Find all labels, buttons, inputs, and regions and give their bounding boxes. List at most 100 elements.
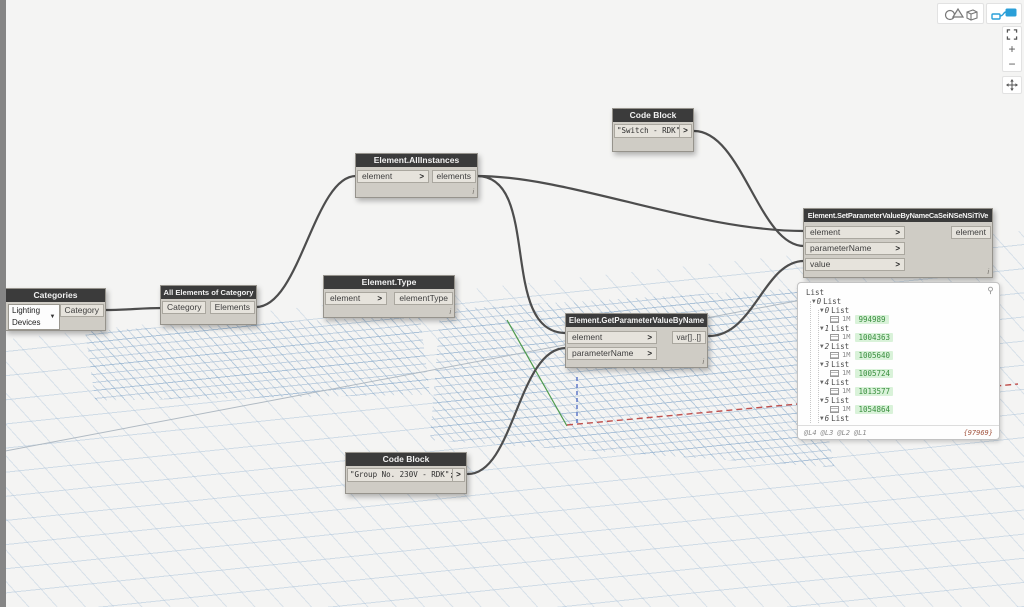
list-level-label: @L2 [837,428,850,437]
node-title[interactable]: Element.GetParameterValueByName [566,314,707,327]
categories-dropdown[interactable]: Lighting Devices ▼ [8,304,60,330]
wire-allinstances-to-getparam-element[interactable] [475,174,568,335]
node-element-type[interactable]: Element.Type element > elementType i [323,275,455,318]
port-out-var[interactable]: var[]..[] [671,331,706,344]
code-block-text[interactable]: "Switch - RDK"; [614,124,680,138]
port-in-parametername[interactable]: parameterName > [805,242,905,255]
port-out-elements[interactable]: elements [431,170,476,183]
lacing-chevron-icon: > [895,244,900,253]
lacing-chevron-icon: > [647,333,652,342]
zoom-controls: + − [1002,26,1022,72]
info-glyph: i [702,359,704,366]
node-title[interactable]: Element.SetParameterValueByNameCaSeiNSeN… [804,209,992,222]
tree-leaf: 1M 1004363 [806,333,991,342]
wire-codeblock-group-to-getparam-parametername[interactable] [466,346,568,476]
node-title[interactable]: Element.Type [324,276,454,289]
info-glyph: i [472,189,474,196]
list-item-icon [830,388,839,395]
lacing-chevron-icon: > [895,228,900,237]
list-level-label: @L3 [820,428,834,437]
zoom-out-button[interactable]: − [1008,56,1016,71]
node-title[interactable]: Code Block [346,453,466,466]
node-element-allinstances[interactable]: Element.AllInstances element > elements … [355,153,478,198]
node-all-elements-of-category[interactable]: All Elements of Category Category Elemen… [160,285,257,325]
preview-bubble-footer: @L4@L3@L2@L1 {97969} [798,425,999,439]
pin-icon[interactable] [986,286,995,295]
wire-allinstances-to-setparam-element[interactable] [475,174,806,233]
left-edge-panel [0,0,6,607]
node-categories[interactable]: Categories Lighting Devices ▼ Category [5,288,106,331]
port-out-code[interactable]: > [680,124,692,138]
dropdown-value: Lighting Devices [12,306,41,327]
lacing-chevron-icon: > [647,349,652,358]
port-out-elementtype[interactable]: elementType [394,292,453,305]
tree-leaf: 1M 1005724 [806,369,991,378]
tree-leaf: 1M 994989 [806,315,991,324]
port-in-element[interactable]: element > [357,170,429,183]
tree-root: List [806,288,825,297]
tree-leaf: 1M 1054864 [806,405,991,414]
port-in-category[interactable]: Category [162,301,206,314]
node-title[interactable]: Element.AllInstances [356,154,477,167]
tree-leaf: 1M 1013577 [806,387,991,396]
node-code-block-switch[interactable]: Code Block "Switch - RDK"; > [612,108,694,152]
list-item-icon [830,334,839,341]
port-in-parametername[interactable]: parameterName > [567,347,657,360]
node-title[interactable]: Categories [6,289,105,302]
port-in-element[interactable]: element > [805,226,905,239]
port-out-code[interactable]: > [453,468,465,482]
port-out-category[interactable]: Category [59,304,104,317]
list-level-label: @L4 [804,428,817,437]
element-id-value: 1054864 [855,405,894,414]
geometry-view-button[interactable] [937,3,984,24]
element-id-value: 994989 [855,315,889,324]
node-code-block-group[interactable]: Code Block "Group No. 230V - RDK"; > [345,452,467,494]
graph-view-button[interactable] [986,3,1022,24]
pan-button[interactable] [1002,76,1022,94]
tree-leaf: 1M 1005640 [806,351,991,360]
code-block-text[interactable]: "Group No. 230V - RDK"; [347,468,453,482]
info-glyph: i [987,269,989,276]
port-in-element[interactable]: element > [325,292,387,305]
lacing-chevron-icon: > [895,260,900,269]
info-glyph: i [449,309,451,316]
wire-getparam-to-setparam-value[interactable] [707,259,806,338]
wire-codeblock-switch-to-setparam-parametername[interactable] [692,129,806,248]
fit-view-icon[interactable] [1003,29,1021,40]
lacing-chevron-icon: > [377,294,382,303]
node-element-setparametervaluebyname[interactable]: Element.SetParameterValueByNameCaSeiNSeN… [803,208,993,278]
port-in-element[interactable]: element > [567,331,657,344]
list-item-icon [830,406,839,413]
node-element-getparametervaluebyname[interactable]: Element.GetParameterValueByName element … [565,313,708,368]
lacing-chevron-icon: > [419,172,424,181]
list-item-icon [830,370,839,377]
list-item-icon [830,316,839,323]
port-out-element[interactable]: element [950,226,991,239]
wire-categories-to-allelements[interactable] [104,306,165,312]
zoom-in-button[interactable]: + [1008,42,1016,57]
item-count: {97969} [963,428,993,437]
list-level-label: @L1 [853,428,867,437]
node-title[interactable]: Code Block [613,109,693,122]
node-title[interactable]: All Elements of Category [161,286,256,299]
element-id-value: 1005724 [855,369,894,378]
element-id-value: 1005640 [855,351,894,360]
list-item-icon [830,352,839,359]
element-id-value: 1004363 [855,333,894,342]
geometry-preview-icon [944,7,978,21]
element-id-value: 1013577 [855,387,894,396]
pan-arrows-icon [1006,79,1018,91]
port-in-value[interactable]: value > [805,258,905,271]
node-graph-icon [991,8,1017,20]
port-out-elements[interactable]: Elements [209,301,255,314]
